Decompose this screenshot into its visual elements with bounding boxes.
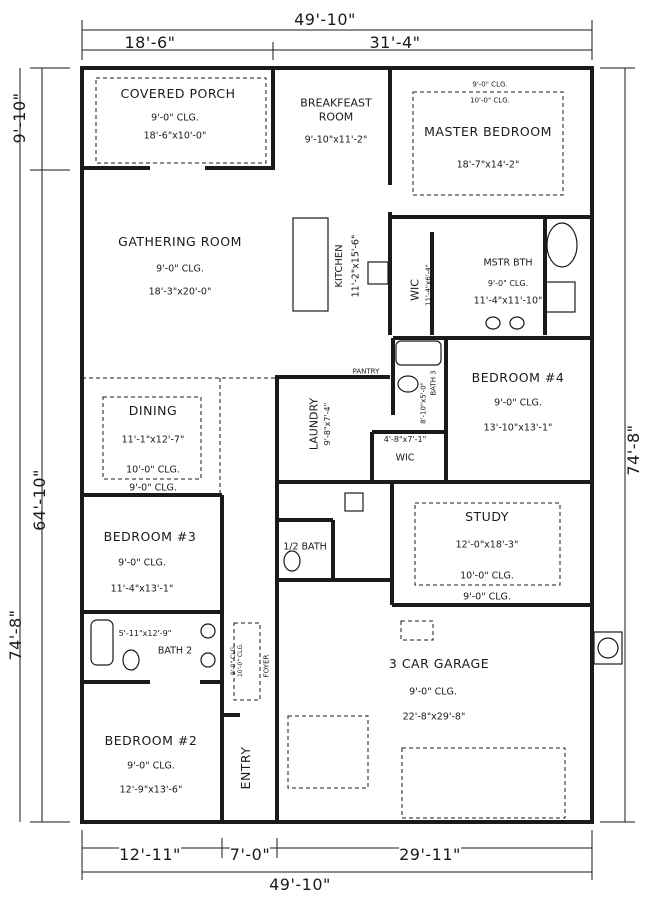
- bath2-label: BATH 2: [157, 645, 193, 657]
- wic-label: WIC: [395, 452, 415, 464]
- bath2-size: 5'-11"x12'-9": [118, 629, 172, 638]
- pantry-label: PANTRY: [352, 367, 380, 376]
- master-bedroom-ceiling1: 9'-0" CLG.: [472, 80, 508, 89]
- wic-size: 4'-8"x7'-1": [383, 435, 427, 444]
- covered-porch-size: 18'-6"x10'-0": [143, 130, 207, 142]
- kitchen-label: KITCHEN: [334, 244, 345, 288]
- dimension-lines: [19, 20, 635, 880]
- dimension-left-total: 74'-8": [6, 609, 25, 661]
- gathering-room-ceiling: 9'-0" CLG.: [156, 263, 204, 275]
- entry-label: ENTRY: [237, 746, 253, 790]
- dimension-bottom-total: 49'-10": [269, 875, 331, 894]
- study-label: STUDY: [465, 508, 509, 524]
- dining-ceiling2: 9'-0" CLG.: [129, 482, 177, 494]
- walls: [80, 66, 594, 824]
- bedroom2-label: BEDROOM #2: [104, 732, 198, 748]
- foyer-label: FOYER: [262, 654, 271, 678]
- master-bedroom-label: MASTER BEDROOM: [424, 123, 552, 139]
- kitchen-size: 11'-2"x15'-6": [350, 234, 362, 298]
- breakfast-label-line1: BREAKFEAST: [300, 96, 372, 110]
- bedroom3-ceiling: 9'-0" CLG.: [118, 557, 166, 569]
- dimension-bottom-left: 12'-11": [119, 845, 181, 864]
- master-bath-label: MSTR BTH: [483, 257, 533, 269]
- fixtures: [90, 217, 623, 671]
- bath3-size: 8'-10"x5'-0": [419, 382, 428, 424]
- master-bath-size: 11'-4"x11'-10": [473, 295, 543, 307]
- breakfast-label-line2: ROOM: [318, 110, 354, 124]
- master-bath-ceiling: 9'-0" CLG.: [487, 279, 529, 288]
- covered-porch-label: COVERED PORCH: [120, 85, 236, 101]
- bedroom4-label: BEDROOM #4: [471, 369, 565, 385]
- garage-ceiling: 9'-0" CLG.: [409, 686, 457, 698]
- garage-size: 22'-8"x29'-8": [402, 711, 466, 723]
- gathering-room-label: GATHERING ROOM: [118, 233, 242, 249]
- master-bedroom-size: 18'-7"x14'-2": [456, 159, 520, 171]
- dining-label: DINING: [128, 402, 178, 418]
- foyer-ceiling2: 10'-0" CLG.: [237, 642, 244, 678]
- master-wic-size: 11'-4"x6'-4": [424, 264, 433, 306]
- dimension-right-total: 74'-8": [624, 424, 643, 476]
- master-bedroom-ceiling2: 10'-0" CLG.: [470, 96, 510, 105]
- dimension-left-main: 64'-10": [30, 469, 49, 531]
- master-wic-label: WIC: [408, 279, 422, 301]
- dimension-left-upper: 9'-10": [10, 92, 29, 144]
- laundry-size: 9'-8"x7'-4": [323, 402, 332, 446]
- bedroom3-label: BEDROOM #3: [103, 528, 197, 544]
- gathering-room-size: 18'-3"x20'-0": [148, 286, 212, 298]
- bedroom4-size: 13'-10"x13'-1": [483, 422, 553, 434]
- dimension-bottom-right: 29'-11": [399, 845, 461, 864]
- dimension-top-total: 49'-10": [294, 10, 356, 29]
- bedroom2-ceiling: 9'-0" CLG.: [127, 760, 175, 772]
- study-ceiling2: 9'-0" CLG.: [463, 591, 511, 603]
- dimension-bottom-mid: 7'-0": [229, 845, 271, 864]
- study-size: 12'-0"x18'-3": [455, 539, 519, 551]
- bedroom2-size: 12'-9"x13'-6": [119, 784, 183, 796]
- dimension-top-left: 18'-6": [124, 33, 176, 52]
- dimension-top-right: 31'-4": [369, 33, 421, 52]
- bedroom3-size: 11'-4"x13'-1": [110, 583, 174, 595]
- laundry-label: LAUNDRY: [307, 397, 321, 451]
- dining-size: 11'-1"x12'-7": [121, 434, 185, 446]
- bedroom4-ceiling: 9'-0" CLG.: [494, 397, 542, 409]
- garage-label: 3 CAR GARAGE: [388, 655, 490, 671]
- covered-porch-ceiling: 9'-0" CLG.: [151, 112, 199, 124]
- study-ceiling1: 10'-0" CLG.: [460, 570, 514, 582]
- ceiling-outlines: [82, 77, 566, 819]
- bath3-label: BATH 3: [429, 370, 438, 396]
- breakfast-size: 9'-10"x11'-2": [304, 134, 368, 146]
- dining-ceiling1: 10'-0" CLG.: [126, 464, 180, 476]
- half-bath-label: 1/2 BATH: [283, 541, 327, 553]
